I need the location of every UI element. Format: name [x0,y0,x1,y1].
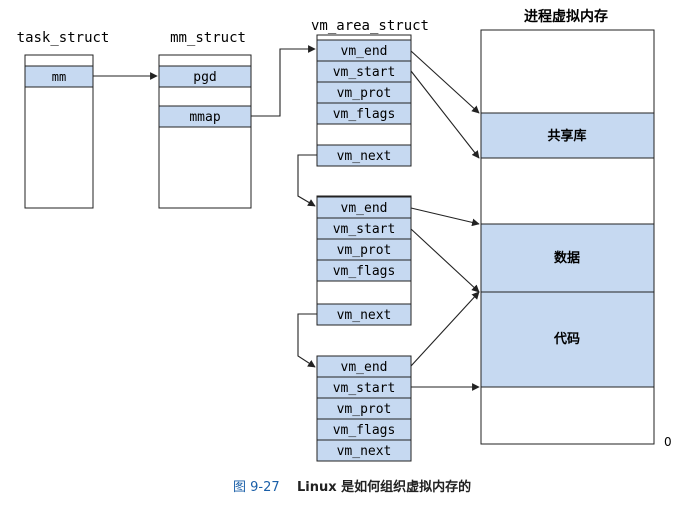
arrow-vma2-start [410,228,480,293]
region-data-label: 数据 [554,250,580,266]
vm-area-struct-1: vm_end vm_start vm_prot vm_flags vm_next [316,34,412,167]
vma2-vm-prot-label: vm_prot [337,243,392,258]
region-data [480,223,655,293]
mm-struct-label: mm_struct [170,30,246,46]
figure-caption: 图 9-27 Linux 是如何组织虚拟内存的 [233,479,471,495]
vma3-vm-prot-label: vm_prot [337,402,392,417]
vma3-vm-end-label: vm_end [341,360,388,375]
mm-pgd-field [158,65,252,88]
task-mm-label: mm [52,70,66,84]
figure-number: 图 9-27 [233,480,280,495]
vma2-vm-start-label: vm_start [333,222,396,237]
vma1-vm-start-label: vm_start [333,65,396,80]
vma1-vm-flags [316,102,412,125]
region-code-label: 代码 [553,331,580,347]
mm-pgd-label: pgd [193,70,216,85]
vma1-vm-next-label: vm_next [337,149,392,164]
arrow-vma1-start [410,70,480,159]
region-shared-libs-label: 共享库 [547,128,586,144]
arrow-vma1-end [410,50,480,114]
mm-struct-box: pgd mmap [158,54,252,209]
vma2-vm-flags-label: vm_flags [333,264,396,279]
connector-arrows [93,45,480,391]
vma1-vm-flags-label: vm_flags [333,107,396,122]
vma3-vm-flags-label: vm_flags [333,423,396,438]
figure-caption-text: Linux 是如何组织虚拟内存的 [297,479,471,495]
mm-mmap-label: mmap [189,110,220,125]
process-vm-column: 共享库 数据 代码 0 [480,29,672,449]
vm-area-struct-label: vm_area_struct [311,18,429,34]
region-shared-libs [480,112,655,159]
arrow-vma2-end [410,207,480,227]
arrow-vma2-next [297,313,317,368]
vm-area-struct-2: vm_end vm_start vm_prot vm_flags vm_next [316,195,412,326]
vma2-vm-end-label: vm_end [341,201,388,216]
process-vm-label: 进程虚拟内存 [524,8,608,25]
arrow-vma3-end [410,291,480,367]
task-struct-box: mm [24,54,94,209]
region-code [480,291,655,388]
vma3-vm-next [316,439,412,462]
address-zero-label: 0 [664,435,672,449]
vma3-vm-next-label: vm_next [337,444,392,459]
vma2-vm-flags [316,259,412,282]
vma3-vm-start-label: vm_start [333,381,396,396]
vm-area-struct-3: vm_end vm_start vm_prot vm_flags vm_next [316,355,412,462]
vma1-vm-prot-label: vm_prot [337,86,392,101]
arrow-mmap-to-vma1 [251,45,316,117]
task-struct-label: task_struct [17,30,110,46]
vma1-vm-end-label: vm_end [341,44,388,59]
vma2-vm-next-label: vm_next [337,308,392,323]
arrow-vma1-next [297,154,317,207]
